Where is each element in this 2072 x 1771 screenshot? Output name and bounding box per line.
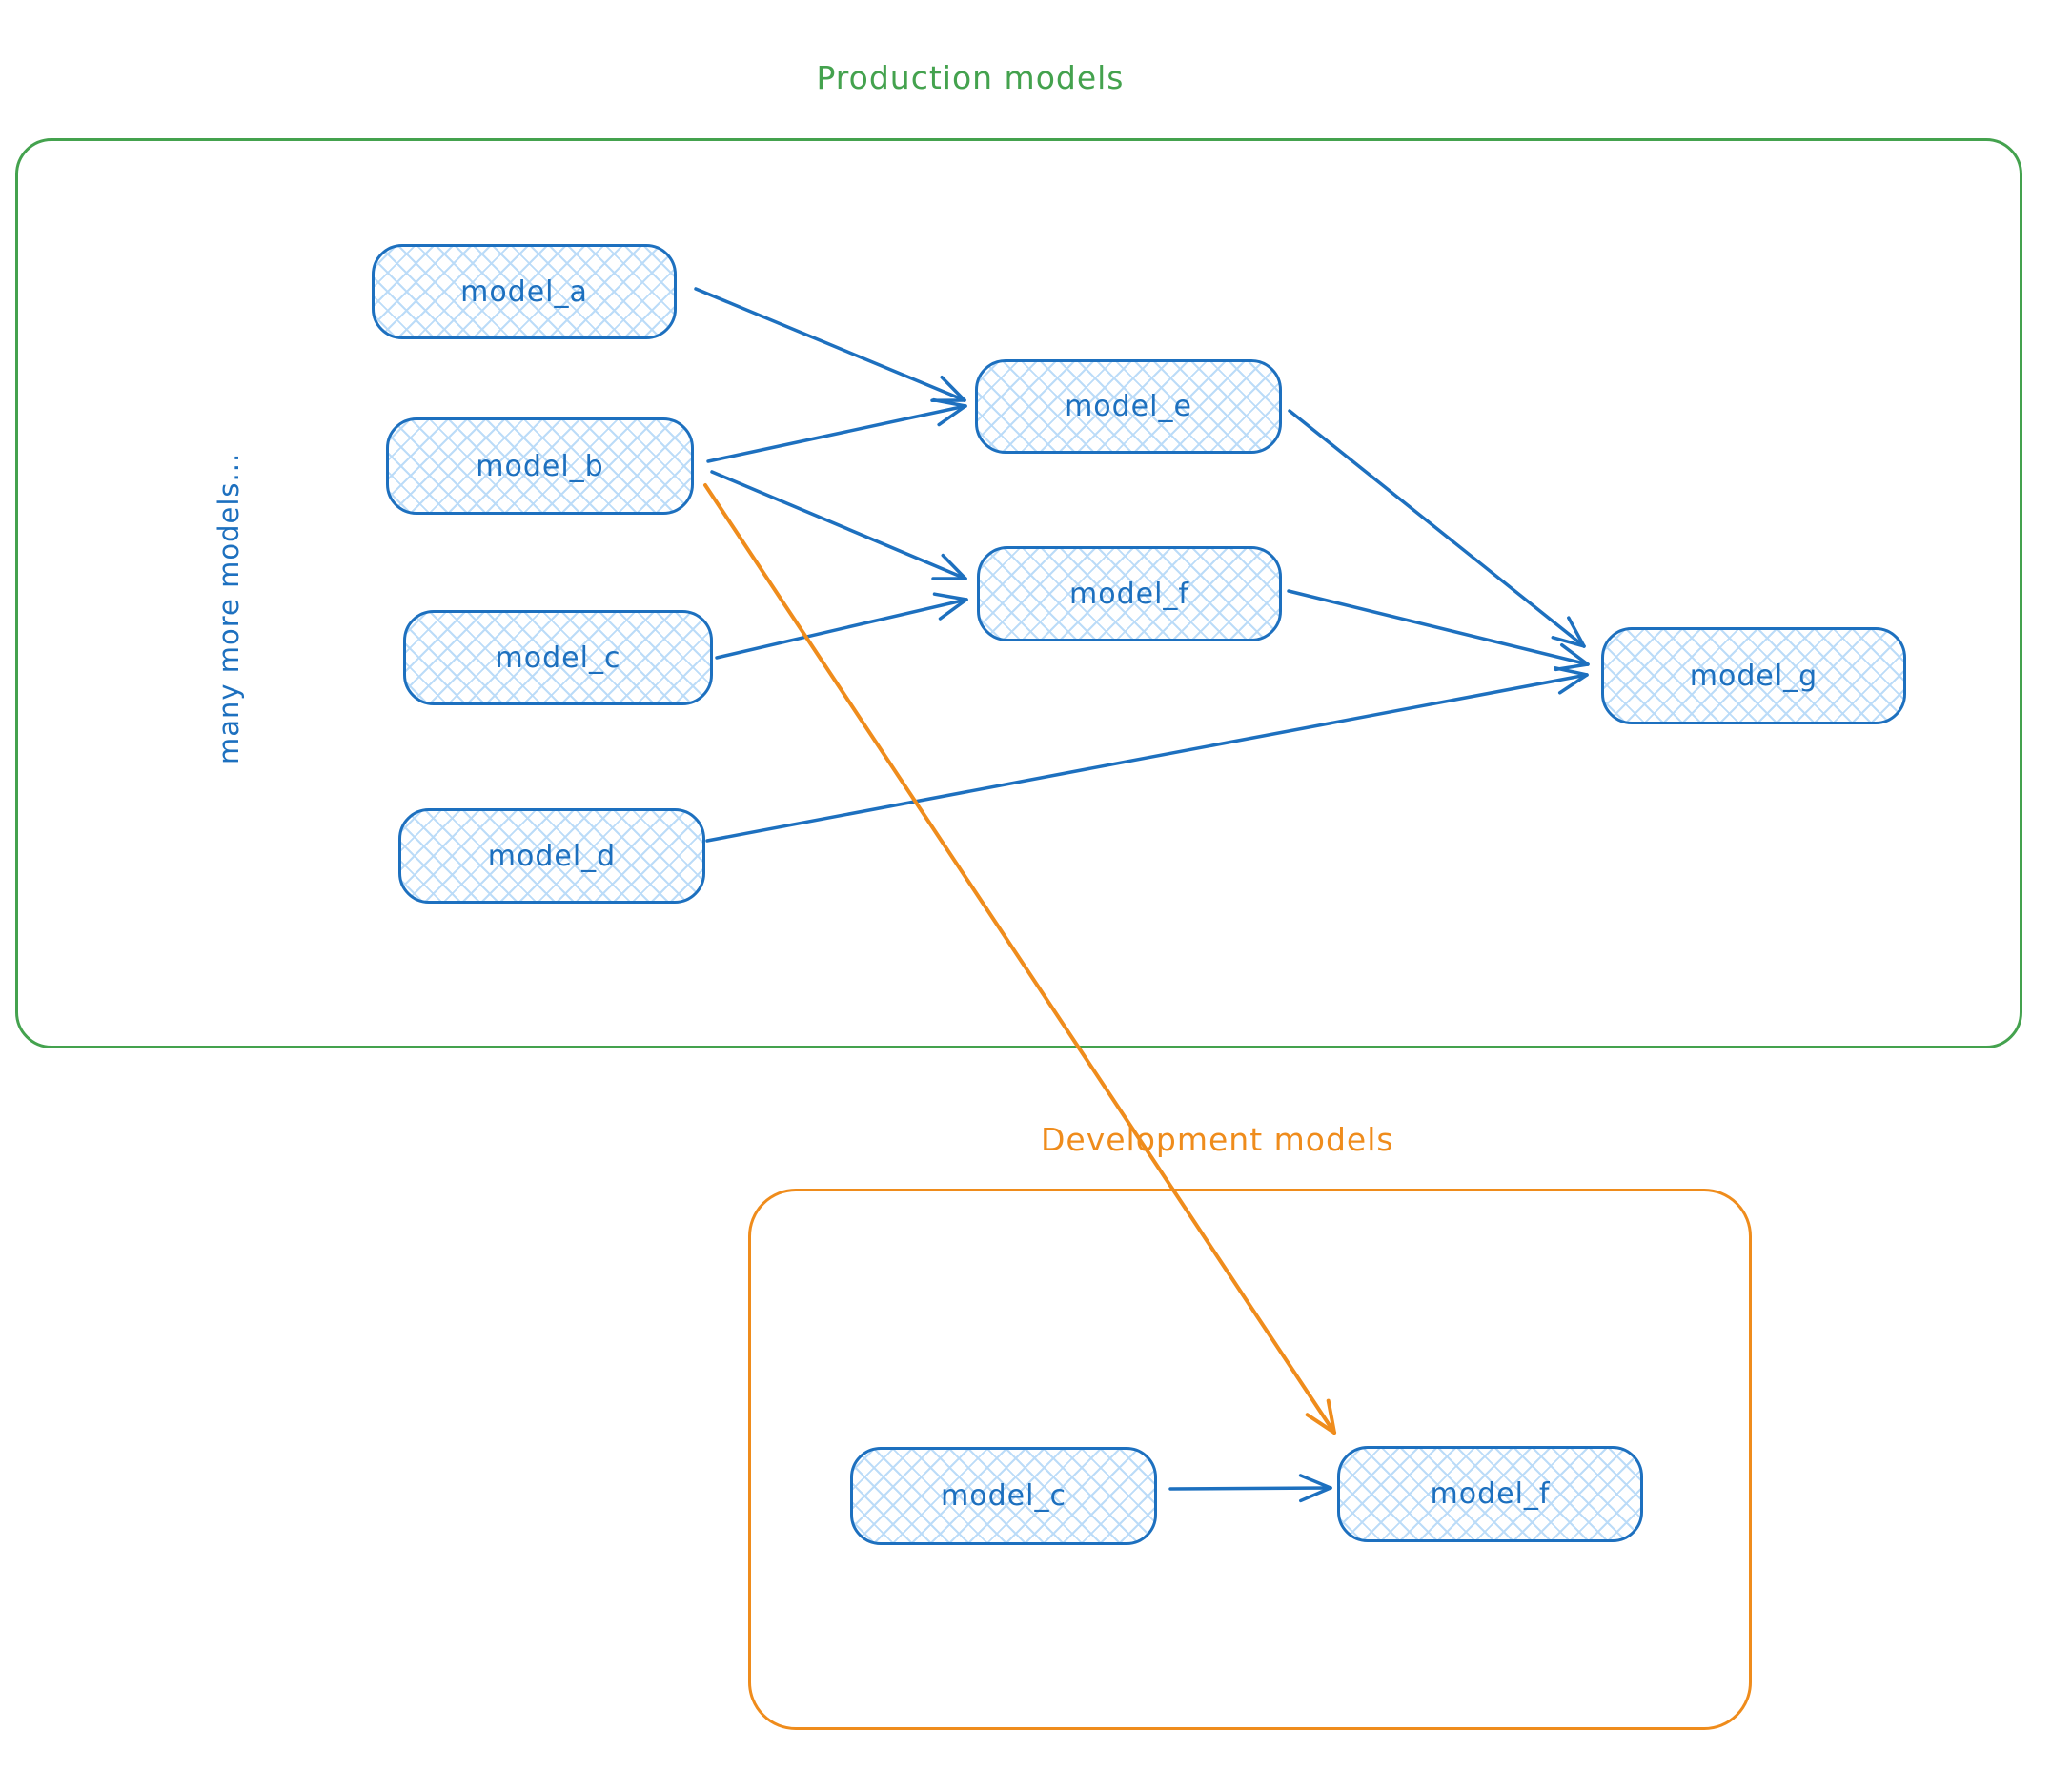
production-title: Production models: [816, 59, 1125, 96]
node-model_e: model_e: [975, 359, 1282, 454]
development-title: Development models: [1041, 1121, 1394, 1158]
node-label: model_g: [1689, 659, 1818, 693]
node-model_c: model_c: [403, 610, 713, 705]
node-model_d: model_d: [398, 808, 705, 904]
node-label: model_c: [495, 641, 621, 675]
node-model_a: model_a: [372, 244, 677, 339]
node-dev_model_c: model_c: [850, 1447, 1157, 1545]
side-note: many more models...: [213, 452, 245, 764]
node-model_b: model_b: [386, 417, 694, 515]
node-label: model_f: [1069, 577, 1189, 611]
node-label: model_e: [1065, 390, 1192, 423]
node-label: model_b: [476, 449, 604, 483]
node-label: model_f: [1430, 1477, 1551, 1511]
node-label: model_c: [941, 1479, 1066, 1513]
node-label: model_a: [460, 275, 588, 309]
node-model_g: model_g: [1601, 627, 1906, 724]
node-dev_model_f: model_f: [1337, 1446, 1643, 1542]
node-label: model_d: [487, 839, 617, 873]
node-model_f: model_f: [977, 546, 1282, 641]
